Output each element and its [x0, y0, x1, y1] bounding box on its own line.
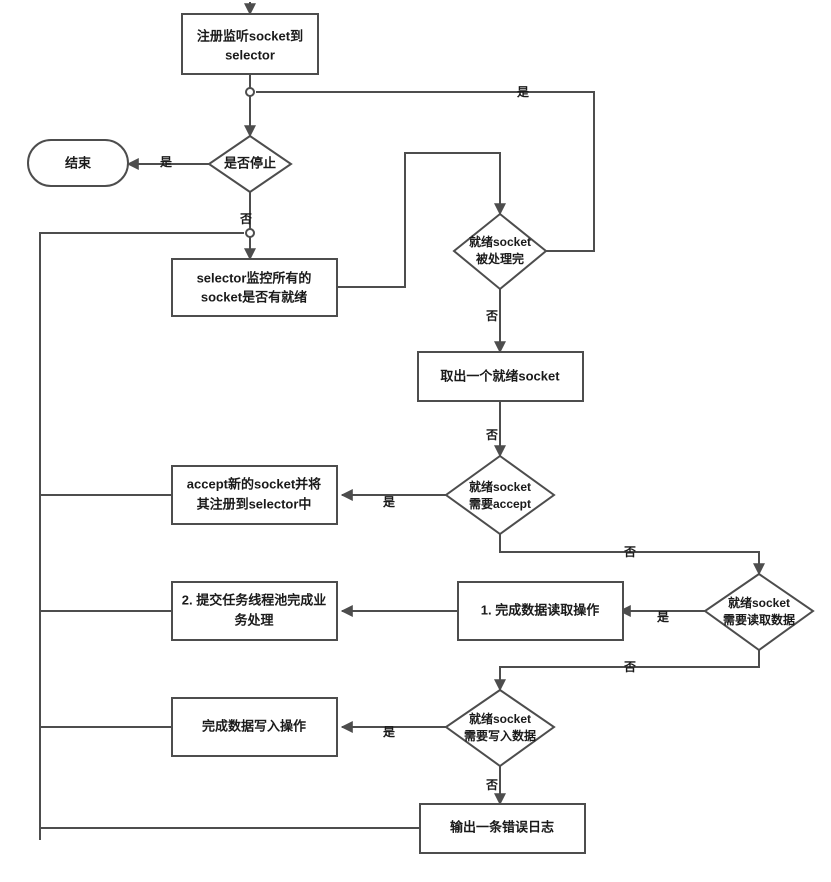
edge-left-return-trunk	[39, 232, 244, 840]
node-submit-pool-line2: 务处理	[234, 612, 273, 627]
node-all-processed-shape	[452, 212, 548, 291]
node-take-one[interactable]: 取出一个就绪socket	[417, 351, 584, 402]
node-need-write[interactable]: 就绪socket 需要写入数据	[444, 688, 556, 768]
node-register-shape	[181, 13, 319, 75]
edge-label-accept-yes: 是	[382, 495, 396, 509]
node-do-write-label: 完成数据写入操作	[202, 718, 306, 733]
node-stop-check-shape	[207, 134, 293, 194]
edge-label-write-no: 否	[485, 778, 498, 792]
node-selector-monitor-shape	[171, 258, 338, 317]
node-do-write-shape	[171, 697, 338, 757]
edge-label-read-no: 否	[623, 660, 636, 674]
node-need-accept-line2: 需要accept	[469, 496, 531, 511]
node-end[interactable]: 结束	[27, 139, 129, 187]
node-register-line1: 注册监听socket到	[197, 28, 303, 43]
node-error-log[interactable]: 输出一条错误日志	[419, 803, 586, 854]
node-do-accept-shape	[171, 465, 338, 525]
node-need-accept[interactable]: 就绪socket 需要accept	[444, 454, 556, 536]
node-need-accept-shape	[444, 454, 556, 536]
node-need-accept-line1: 就绪socket	[469, 479, 531, 494]
node-do-read[interactable]: 1. 完成数据读取操作	[457, 581, 624, 641]
node-selector-monitor-line2: socket是否有就绪	[201, 289, 307, 304]
node-need-read-line1: 就绪socket	[728, 595, 790, 610]
edge-label-read-yes: 是	[656, 610, 670, 624]
node-all-processed-line1: 就绪socket	[469, 234, 531, 249]
edge-label-stop-no: 否	[239, 212, 252, 226]
node-error-log-label: 输出一条错误日志	[450, 819, 554, 834]
edge-selector-to-all-processed	[337, 152, 506, 288]
node-register-line2: selector	[225, 47, 275, 62]
node-selector-monitor[interactable]: selector监控所有的 socket是否有就绪	[171, 258, 338, 317]
node-end-label: 结束	[65, 155, 92, 170]
node-do-write[interactable]: 完成数据写入操作	[171, 697, 338, 757]
node-selector-monitor-line1: selector监控所有的	[197, 270, 312, 285]
node-all-processed-line2: 被处理完	[476, 251, 524, 266]
edge-accept-no	[499, 534, 765, 576]
node-submit-pool[interactable]: 2. 提交任务线程池完成业 务处理	[171, 581, 338, 641]
node-submit-pool-line1: 2. 提交任务线程池完成业	[182, 592, 326, 607]
node-need-read-line2: 需要读取数据	[723, 612, 795, 627]
node-take-one-label: 取出一个就绪socket	[440, 368, 560, 383]
node-do-accept-line1: accept新的socket并将	[187, 476, 321, 491]
edge-label-write-yes: 是	[382, 725, 396, 739]
node-register[interactable]: 注册监听socket到 selector	[181, 13, 319, 75]
junction-dot-loop	[245, 228, 255, 238]
edge-label-take-no: 否	[485, 428, 498, 442]
edge-read-no	[494, 650, 760, 692]
node-do-accept-line2: 其注册到selector中	[197, 496, 312, 511]
node-do-accept[interactable]: accept新的socket并将 其注册到selector中	[171, 465, 338, 525]
node-do-read-label: 1. 完成数据读取操作	[481, 602, 599, 617]
node-take-one-shape	[417, 351, 584, 402]
node-submit-pool-shape	[171, 581, 338, 641]
node-do-read-shape	[457, 581, 624, 641]
node-need-write-line2: 需要写入数据	[464, 728, 536, 743]
junction-dot-top	[245, 87, 255, 97]
edge-label-processed-yes: 是	[516, 85, 530, 99]
node-end-shape	[27, 139, 129, 187]
edge-all-processed-yes	[256, 91, 595, 252]
node-all-processed[interactable]: 就绪socket 被处理完	[452, 212, 548, 291]
edge-label-stop-yes: 是	[159, 155, 173, 169]
node-need-read-shape	[703, 572, 815, 652]
node-stop-check[interactable]: 是否停止	[207, 134, 293, 194]
edge-label-processed-no: 否	[485, 309, 498, 323]
node-need-write-line1: 就绪socket	[469, 711, 531, 726]
node-need-write-shape	[444, 688, 556, 768]
edge-label-accept-no: 否	[623, 545, 636, 559]
node-need-read[interactable]: 就绪socket 需要读取数据	[703, 572, 815, 652]
node-stop-check-label: 是否停止	[223, 155, 276, 170]
node-error-log-shape	[419, 803, 586, 854]
